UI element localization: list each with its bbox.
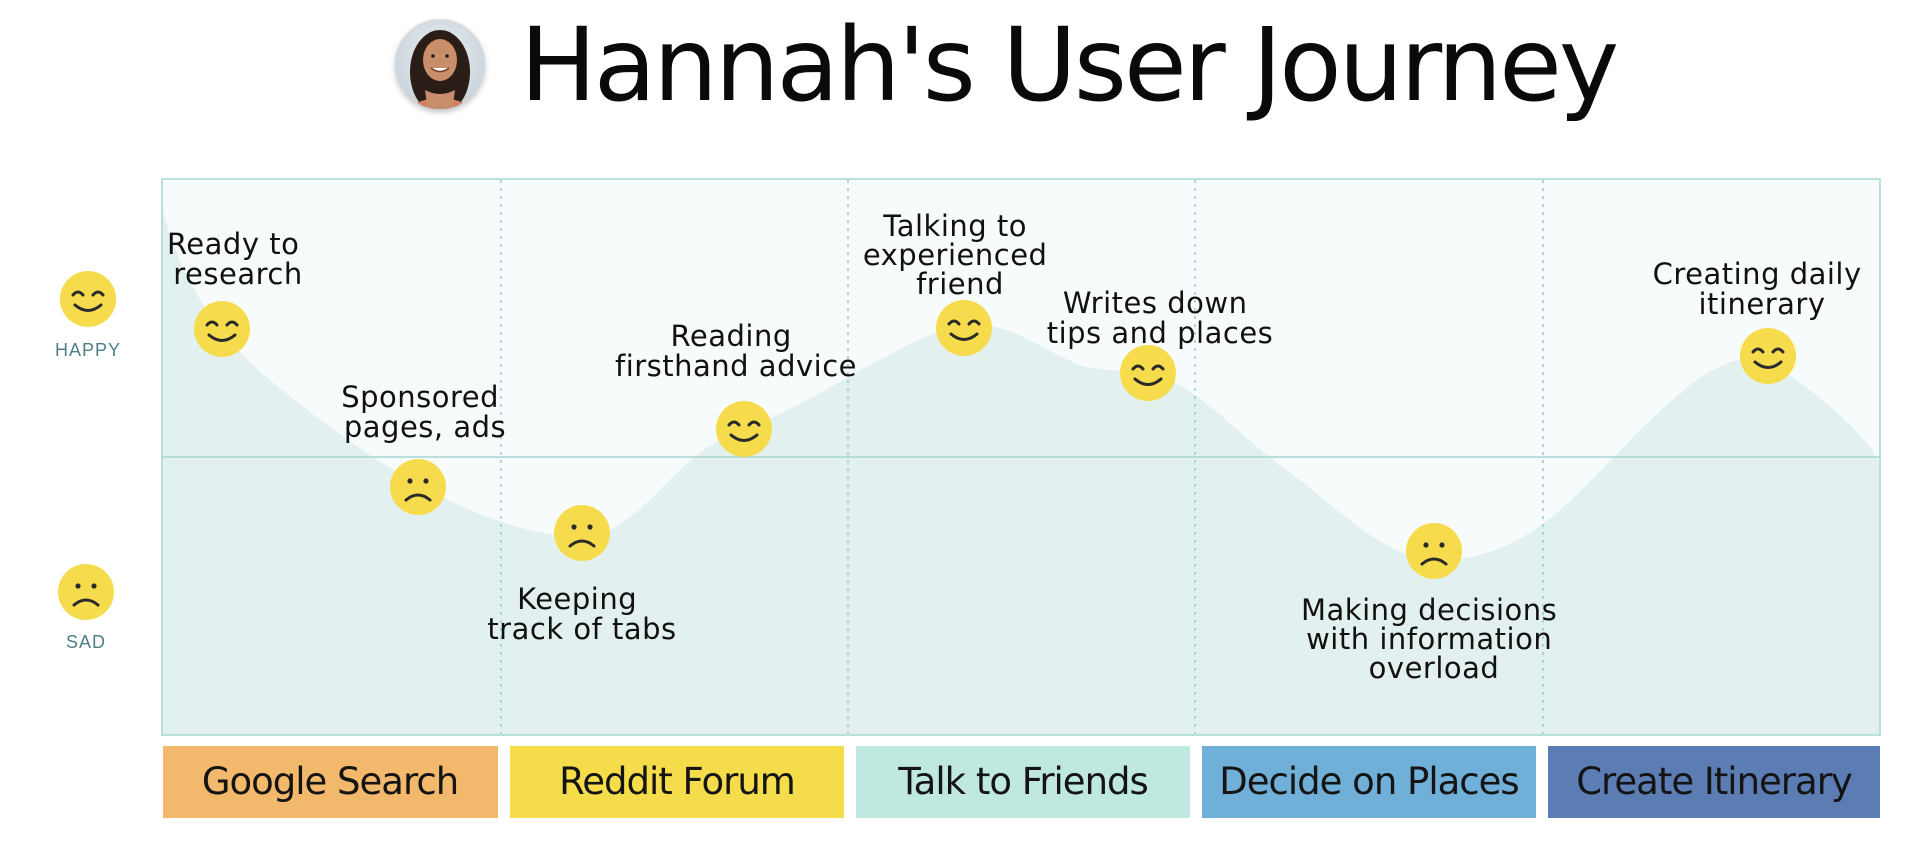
moment-reading-firsthand-advice: Reading firsthand advice	[615, 319, 857, 457]
stage-create-itinerary: Create Itinerary	[1548, 746, 1880, 818]
moment-creating-itinerary: Creating daily itinerary	[1653, 257, 1872, 384]
journey-moments: Ready to research Sponsored pages, ads	[167, 209, 1872, 685]
smiley-face-icon	[194, 301, 250, 357]
moment-talking-to-friend: Talking to experienced friend	[863, 209, 1057, 356]
caption-line: Talking to	[882, 209, 1027, 243]
stage-bar: Google Search Reddit Forum Talk to Frien…	[163, 746, 1880, 818]
stage-label: Create Itinerary	[1576, 760, 1852, 803]
frowning-face-icon	[58, 564, 114, 620]
caption-line: Keeping	[517, 582, 637, 616]
page-title: Hannah's User Journey	[520, 6, 1617, 125]
moment-writes-down-tips: Writes down tips and places	[1047, 286, 1274, 401]
sad-label: SAD	[66, 632, 106, 652]
caption-line: pages, ads	[344, 410, 506, 444]
moment-caption: Making decisions with information overlo…	[1301, 593, 1567, 685]
moment-making-decisions: Making decisions with information overlo…	[1301, 523, 1567, 685]
stage-label: Google Search	[202, 760, 458, 803]
frowning-face-icon	[390, 459, 446, 515]
caption-line: firsthand advice	[615, 349, 857, 383]
stage-decide-on-places: Decide on Places	[1202, 746, 1536, 818]
stage-google-search: Google Search	[163, 746, 498, 818]
caption-line: experienced	[863, 238, 1048, 272]
moment-ready-to-research: Ready to research	[167, 227, 309, 357]
smiley-face-icon	[1120, 345, 1176, 401]
moment-caption: Writes down tips and places	[1047, 286, 1274, 350]
caption-line: Writes down	[1063, 286, 1248, 320]
caption-line: Sponsored	[341, 380, 499, 414]
caption-line: overload	[1369, 651, 1500, 685]
caption-line: Making decisions	[1301, 593, 1557, 627]
caption-line: with information	[1306, 622, 1552, 656]
stage-talk-to-friends: Talk to Friends	[856, 746, 1190, 818]
caption-line: Creating daily	[1653, 257, 1862, 291]
journey-panel	[161, 178, 1881, 736]
stage-reddit-forum: Reddit Forum	[510, 746, 844, 818]
frowning-face-icon	[1406, 523, 1462, 579]
moment-caption: Creating daily itinerary	[1653, 257, 1872, 321]
frowning-face-icon	[554, 505, 610, 561]
caption-line: friend	[916, 267, 1004, 301]
moment-caption: Sponsored pages, ads	[341, 380, 509, 444]
caption-line: tips and places	[1047, 316, 1274, 350]
mood-scale: HAPPY SAD	[55, 271, 121, 652]
caption-line: track of tabs	[487, 612, 676, 646]
stage-label: Talk to Friends	[897, 760, 1148, 803]
emotion-curve	[163, 210, 1879, 734]
smiley-face-icon	[716, 401, 772, 457]
smiley-face-icon	[60, 271, 116, 327]
caption-line: research	[173, 257, 302, 291]
moment-caption: Keeping track of tabs	[487, 582, 676, 646]
header: Hannah's User Journey	[395, 6, 1620, 125]
happy-label: HAPPY	[55, 340, 121, 360]
moment-caption: Reading firsthand advice	[615, 319, 857, 383]
stage-label: Reddit Forum	[559, 760, 795, 803]
smiley-face-icon	[936, 300, 992, 356]
caption-line: itinerary	[1699, 287, 1826, 321]
moment-caption: Ready to research	[167, 227, 309, 291]
person-avatar-icon	[395, 19, 485, 109]
moment-keeping-track-of-tabs: Keeping track of tabs	[487, 505, 676, 646]
moment-sponsored-pages: Sponsored pages, ads	[341, 380, 509, 515]
caption-line: Reading	[671, 319, 792, 353]
moment-caption: Talking to experienced friend	[863, 209, 1057, 301]
caption-line: Ready to	[167, 227, 299, 261]
stage-label: Decide on Places	[1219, 760, 1518, 803]
smiley-face-icon	[1740, 328, 1796, 384]
